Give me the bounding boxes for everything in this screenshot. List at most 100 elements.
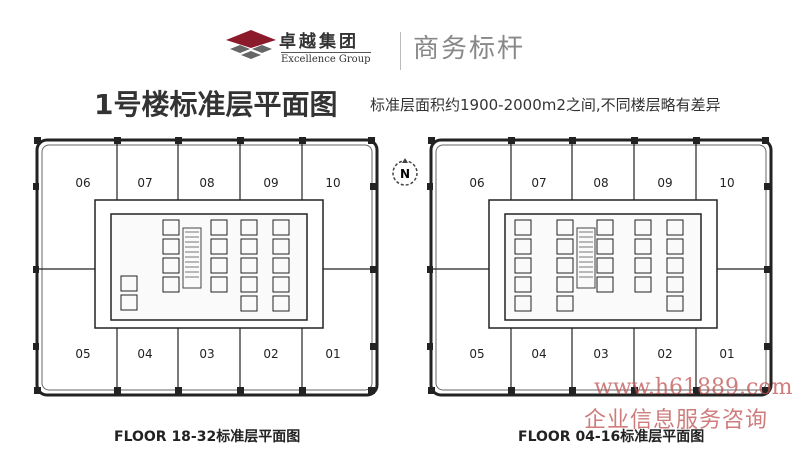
- elevator-shaft: [240, 257, 258, 274]
- structural-column: [427, 266, 433, 273]
- elevator-shaft: [240, 238, 258, 255]
- structural-column: [34, 137, 41, 144]
- compass-label: N: [400, 167, 410, 181]
- unit-label: 04: [137, 347, 152, 361]
- caption-floor-18-32: FLOOR 18-32标准层平面图: [114, 429, 301, 445]
- unit-label: 10: [325, 176, 340, 190]
- elevator-shaft: [634, 276, 652, 293]
- brand-name-en: Excellence Group: [281, 52, 371, 65]
- structural-column: [237, 137, 244, 144]
- elevator-shaft: [162, 257, 180, 274]
- elevator-shaft: [272, 238, 290, 255]
- unit-label: 09: [657, 176, 672, 190]
- structural-column: [764, 343, 771, 350]
- watermark-url: www.h61889.com: [594, 375, 793, 400]
- elevator-shaft: [666, 257, 684, 274]
- stairwell: [576, 227, 596, 289]
- structural-column: [368, 387, 375, 394]
- elevator-shaft: [272, 257, 290, 274]
- elevator-shaft: [556, 295, 574, 312]
- unit-label: 08: [593, 176, 608, 190]
- unit-label: 07: [137, 176, 152, 190]
- structural-column: [764, 183, 771, 190]
- unit-label: 05: [75, 347, 90, 361]
- unit-label: 06: [75, 176, 90, 190]
- elevator-shaft: [240, 276, 258, 293]
- structural-column: [428, 387, 435, 394]
- elevator-shaft: [210, 257, 228, 274]
- unit-label: 01: [719, 347, 734, 361]
- structural-column: [175, 387, 182, 394]
- structural-column: [370, 266, 377, 273]
- unit-label: 08: [199, 176, 214, 190]
- elevator-shaft: [272, 295, 290, 312]
- elevator-shaft: [210, 238, 228, 255]
- structural-column: [631, 137, 638, 144]
- elevator-shaft: [514, 295, 532, 312]
- corridor-wall: [94, 199, 324, 329]
- elevator-shaft: [666, 295, 684, 312]
- unit-label: 03: [199, 347, 214, 361]
- structural-column: [569, 387, 576, 394]
- elevator-shaft: [556, 219, 574, 236]
- structural-column: [299, 137, 306, 144]
- structural-column: [428, 137, 435, 144]
- elevator-shaft: [634, 238, 652, 255]
- elevator-shaft: [120, 294, 138, 311]
- elevator-shaft: [634, 219, 652, 236]
- elevator-shaft: [514, 238, 532, 255]
- elevator-shaft: [596, 276, 614, 293]
- unit-label: 04: [531, 347, 546, 361]
- stairwell: [182, 227, 202, 289]
- elevator-shaft: [596, 257, 614, 274]
- header-divider: [400, 32, 401, 70]
- area-note: 标准层面积约1900-2000m2之间,不同楼层略有差异: [370, 96, 721, 114]
- structural-column: [508, 137, 515, 144]
- elevator-shaft: [272, 219, 290, 236]
- structural-column: [693, 387, 700, 394]
- unit-label: 01: [325, 347, 340, 361]
- core-wall: [504, 213, 702, 321]
- structural-column: [33, 266, 39, 273]
- elevator-shaft: [514, 219, 532, 236]
- elevator-shaft: [210, 276, 228, 293]
- elevator-shaft: [162, 238, 180, 255]
- elevator-shaft: [596, 219, 614, 236]
- elevator-shaft: [556, 238, 574, 255]
- elevator-shaft: [272, 276, 290, 293]
- slogan: 商务标杆: [413, 34, 526, 64]
- structural-column: [368, 137, 375, 144]
- north-compass-icon: N: [392, 158, 418, 186]
- structural-column: [631, 387, 638, 394]
- core-wall: [110, 213, 308, 321]
- elevator-shaft: [162, 219, 180, 236]
- structural-column: [237, 387, 244, 394]
- structural-column: [764, 266, 771, 273]
- unit-label: 02: [263, 347, 278, 361]
- elevator-shaft: [556, 257, 574, 274]
- unit-label: 06: [469, 176, 484, 190]
- structural-column: [175, 137, 182, 144]
- excellence-group-logo: [226, 30, 276, 59]
- structural-column: [114, 137, 121, 144]
- elevator-shaft: [162, 276, 180, 293]
- elevator-shaft: [556, 276, 574, 293]
- structural-column: [693, 137, 700, 144]
- elevator-shaft: [514, 276, 532, 293]
- elevator-shaft: [120, 275, 138, 292]
- elevator-shaft: [240, 295, 258, 312]
- structural-column: [299, 387, 306, 394]
- structural-column: [762, 137, 769, 144]
- unit-label: 09: [263, 176, 278, 190]
- unit-label: 07: [531, 176, 546, 190]
- unit-label: 03: [593, 347, 608, 361]
- caption-floor-04-16: FLOOR 04-16标准层平面图: [518, 429, 705, 445]
- unit-label: 05: [469, 347, 484, 361]
- elevator-shaft: [240, 219, 258, 236]
- elevator-shaft: [666, 276, 684, 293]
- elevator-shaft: [514, 257, 532, 274]
- structural-column: [33, 343, 39, 350]
- structural-column: [33, 183, 39, 190]
